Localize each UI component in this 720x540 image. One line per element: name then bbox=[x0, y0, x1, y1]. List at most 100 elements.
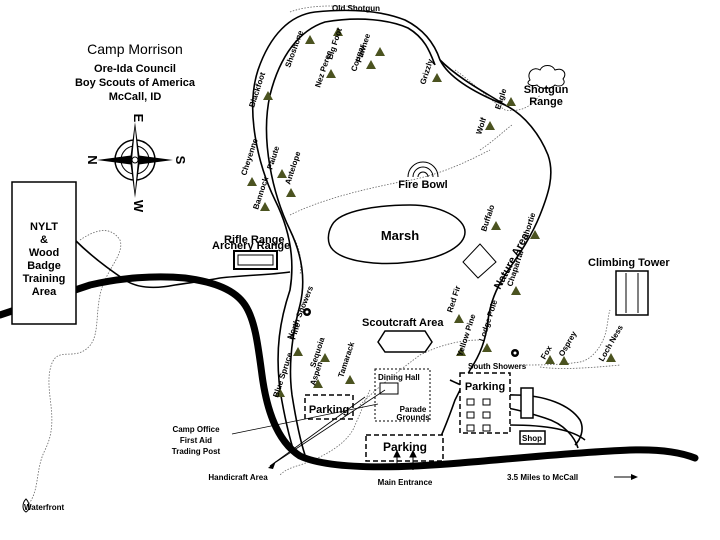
shop-label: Shop bbox=[522, 434, 542, 443]
archery-range-label: Archery Range bbox=[212, 240, 290, 252]
climbing-tower[interactable]: Climbing Tower bbox=[588, 257, 670, 316]
shotgun-range-label-1: Shotgun bbox=[524, 84, 569, 96]
tree-icon bbox=[286, 188, 296, 197]
compass-n: N bbox=[85, 155, 100, 164]
waterfront[interactable]: Waterfront bbox=[22, 498, 64, 513]
trail-scoutcraft bbox=[359, 339, 481, 406]
trail-old-shotgun bbox=[289, 5, 361, 13]
campsite-label-bannock[interactable]: Bannock bbox=[251, 175, 270, 210]
tree-icon bbox=[606, 353, 616, 362]
trail-shotgun-range bbox=[454, 69, 541, 111]
tree-icon bbox=[454, 314, 464, 323]
campsite-label-lodge-pole[interactable]: Lodge Pole bbox=[477, 298, 499, 342]
fire-bowl-arc-outer-icon bbox=[407, 161, 439, 178]
tree-icon bbox=[485, 121, 495, 130]
tree-icon bbox=[545, 355, 555, 364]
camp-office-label-1: Camp Office bbox=[172, 425, 220, 434]
road-shop-2 bbox=[509, 424, 586, 441]
tree-icon bbox=[293, 347, 303, 356]
trails bbox=[27, 5, 621, 506]
compass-rose: E S W N bbox=[85, 114, 188, 213]
arrow-right-icon bbox=[631, 474, 638, 480]
nylt-line-6: Area bbox=[32, 286, 57, 298]
parking-left[interactable]: Parking bbox=[304, 394, 354, 420]
shotgun-range[interactable]: Shotgun Range bbox=[524, 65, 569, 109]
tree-icon bbox=[263, 91, 273, 100]
nylt-area[interactable]: NYLT & Wood Badge Training Area bbox=[11, 181, 77, 325]
tree-icon bbox=[432, 73, 442, 82]
campsite-label-red-fir[interactable]: Red Fir bbox=[445, 285, 462, 314]
nylt-line-3: Wood bbox=[29, 247, 59, 259]
parking-left-label: Parking bbox=[309, 404, 349, 416]
office-pointers bbox=[231, 389, 386, 469]
loop-road-outer bbox=[251, 9, 552, 456]
campsite-label-shoshone[interactable]: Shoshone bbox=[283, 29, 305, 69]
compass-s: S bbox=[173, 156, 188, 165]
camp-office-label-3: Trading Post bbox=[172, 447, 221, 456]
loop-road-inner bbox=[265, 18, 436, 456]
parade-label-2: Grounds bbox=[396, 413, 430, 422]
climbing-tower-label: Climbing Tower bbox=[588, 257, 670, 269]
tree-icon bbox=[511, 286, 521, 295]
parade-label-1: Parade bbox=[400, 405, 427, 414]
road-link bbox=[439, 59, 506, 106]
fire-bowl-label: Fire Bowl bbox=[398, 179, 448, 191]
fire-bowl-arc-mid-icon bbox=[412, 166, 434, 178]
trail-loch-ness bbox=[539, 364, 621, 369]
tree-icon bbox=[275, 388, 285, 397]
tree-icon bbox=[320, 353, 330, 362]
campsite-label-wolf[interactable]: Wolf bbox=[474, 116, 488, 135]
tree-icon bbox=[559, 356, 569, 365]
campsite-label-tamarack[interactable]: Tamarack bbox=[336, 340, 356, 378]
campsite-label-eagle[interactable]: Eagle bbox=[493, 87, 508, 111]
south-showers-label: South Showers bbox=[468, 362, 527, 371]
tree-icon bbox=[313, 379, 323, 388]
parking-right-label: Parking bbox=[465, 381, 505, 393]
main-entrance-label: Main Entrance bbox=[378, 478, 433, 487]
campsite-label-nez-perce[interactable]: Nez Perce bbox=[313, 49, 334, 89]
trail-climbing bbox=[519, 309, 611, 366]
main-entrance-arrows bbox=[393, 449, 417, 470]
trail-wolf bbox=[479, 124, 513, 151]
waterfront-label: Waterfront bbox=[24, 503, 64, 512]
tree-icon bbox=[326, 69, 336, 78]
south-showers[interactable]: South Showers bbox=[468, 349, 527, 371]
compass-w: W bbox=[131, 200, 146, 213]
campsite-label-antelope[interactable]: Antelope bbox=[283, 150, 302, 186]
marsh-label: Marsh bbox=[381, 228, 419, 243]
subtitle-line-2: Boy Scouts of America bbox=[75, 77, 196, 89]
tree-icon bbox=[375, 47, 385, 56]
dining-parade-area[interactable]: Dining Hall Parade Grounds bbox=[374, 368, 431, 422]
cloud-icon bbox=[527, 65, 566, 89]
to-mccall[interactable]: 3.5 Miles to McCall bbox=[507, 473, 638, 482]
trail-handicraft bbox=[279, 389, 371, 476]
to-mccall-label: 3.5 Miles to McCall bbox=[507, 473, 578, 482]
shop[interactable]: Shop bbox=[519, 430, 546, 445]
tree-icon bbox=[366, 60, 376, 69]
tree-icon bbox=[506, 97, 516, 106]
nylt-line-4: Badge bbox=[27, 260, 61, 272]
rifle-archery-range[interactable]: Rifle Range Archery Range bbox=[212, 234, 290, 270]
campsite-label-cheyenne[interactable]: Cheyenne bbox=[239, 137, 260, 177]
tree-icon bbox=[277, 169, 287, 178]
parking-right[interactable]: Parking bbox=[459, 372, 534, 434]
campsite-label-blackfoot[interactable]: Blackfoot bbox=[247, 71, 267, 109]
parking-bottom[interactable]: Parking bbox=[365, 434, 444, 462]
tree-icon bbox=[530, 230, 540, 239]
campsite-label-osprey[interactable]: Osprey bbox=[557, 329, 579, 358]
marsh-shape bbox=[327, 204, 466, 265]
nylt-line-1: NYLT bbox=[30, 221, 58, 233]
trail-waterfront bbox=[27, 230, 122, 506]
marsh: Marsh bbox=[327, 204, 466, 265]
highway-road bbox=[0, 273, 699, 471]
handicraft-label: Handicraft Area bbox=[208, 473, 268, 482]
nature-area-shape bbox=[462, 243, 497, 279]
fire-bowl[interactable]: Fire Bowl bbox=[398, 161, 448, 191]
rifle-range-label: Rifle Range bbox=[224, 234, 285, 246]
nylt-box bbox=[11, 181, 77, 325]
scoutcraft-area[interactable]: Scoutcraft Area bbox=[362, 317, 444, 353]
nylt-line-2: & bbox=[40, 234, 48, 246]
old-shotgun-label: Old Shotgun bbox=[332, 4, 380, 13]
tree-icon bbox=[260, 202, 270, 211]
